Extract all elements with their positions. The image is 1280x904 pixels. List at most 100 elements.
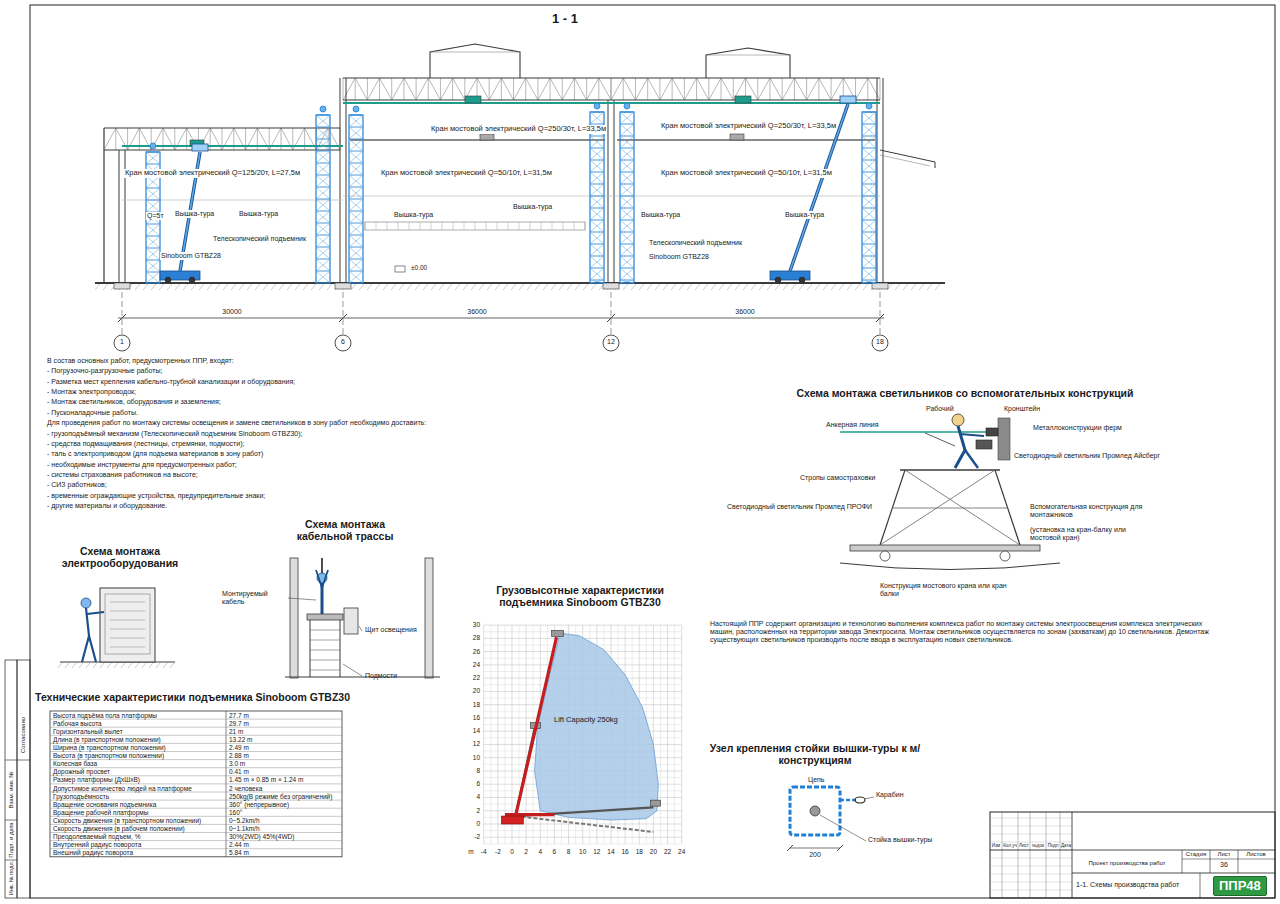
tower-level xyxy=(620,232,634,233)
lift-label: Sinoboom GTBZ28 xyxy=(648,253,710,261)
dimension-label: 36000 xyxy=(467,308,486,316)
axis-tick: 10 xyxy=(579,848,586,855)
truss-post xyxy=(550,78,551,100)
floor-hatch xyxy=(65,663,69,668)
leader-line xyxy=(820,815,866,841)
table-cell: 360° (непрерывное) xyxy=(229,801,289,808)
dimension-tick xyxy=(607,314,615,322)
crane-deck xyxy=(850,545,1040,551)
tower-brace xyxy=(316,199,330,211)
lift-wheel xyxy=(799,277,805,283)
platform-post xyxy=(995,470,1020,545)
axis-tick: 8 xyxy=(567,848,571,855)
crane-label: Кран мостовой электрический Q=50/10т, L=… xyxy=(380,169,553,178)
floor-hatch xyxy=(100,663,104,668)
sheet-title: 1-1. Схемы производства работ xyxy=(1076,881,1179,889)
ground-hatch xyxy=(399,284,404,290)
truss-post xyxy=(416,78,417,100)
tower-brace xyxy=(862,196,876,208)
truss-post xyxy=(880,78,881,100)
margin-divider xyxy=(5,820,17,821)
truss-post xyxy=(440,78,441,100)
axis-tick: 10 xyxy=(473,754,480,761)
electrical-cabinet xyxy=(100,588,155,662)
logo-text: ППР48 xyxy=(1219,878,1261,894)
tower-level xyxy=(620,136,634,137)
tower-brace xyxy=(862,256,876,268)
lift-base xyxy=(501,816,523,824)
table-row xyxy=(50,719,342,720)
grid-line xyxy=(667,625,668,844)
wall-section xyxy=(425,558,433,678)
title-cell: Лист xyxy=(1019,843,1029,848)
tower-frame xyxy=(620,112,634,283)
tower-level xyxy=(146,200,160,201)
axis-number: 1 xyxy=(120,338,124,346)
tower-level xyxy=(349,223,363,224)
cabinet-rail xyxy=(110,647,145,648)
note-line: - Погрузочно-разгрузочные работы; xyxy=(47,367,162,375)
ground-hatch xyxy=(687,284,692,290)
ground-hatch xyxy=(735,284,740,290)
tower-brace xyxy=(862,196,876,208)
ground-hatch xyxy=(559,284,564,290)
ground-hatch xyxy=(223,284,228,290)
ground-hatch xyxy=(623,284,628,290)
truss-post xyxy=(733,78,734,100)
tower-brace xyxy=(862,124,876,136)
tower-level xyxy=(862,112,876,113)
tower-level xyxy=(620,112,634,113)
axis-tick: 14 xyxy=(473,727,480,734)
truss-post xyxy=(696,78,697,100)
tower-brace xyxy=(146,236,160,248)
gallery-rail xyxy=(453,222,454,230)
ground-hatch xyxy=(535,284,540,290)
floor-line xyxy=(285,676,440,677)
ground-hatch xyxy=(391,284,396,290)
tower-level xyxy=(620,244,634,245)
crane-bridge xyxy=(350,139,605,141)
building-section xyxy=(95,44,945,290)
title-line xyxy=(1182,850,1183,873)
tower-brace xyxy=(862,268,876,280)
logo-badge: ППР48 xyxy=(1213,876,1267,896)
tower-brace xyxy=(590,148,604,160)
tower-brace xyxy=(862,220,876,232)
ground-hatch xyxy=(727,284,732,290)
tower-brace xyxy=(316,127,330,139)
table-row xyxy=(50,848,342,849)
tower-brace xyxy=(590,136,604,148)
tower-brace xyxy=(316,259,330,271)
tower-level xyxy=(862,172,876,173)
tower-brace xyxy=(862,280,876,283)
tower-brace xyxy=(349,115,363,127)
ground-hatch xyxy=(775,284,780,290)
tower-brace xyxy=(620,244,634,256)
tower-level xyxy=(349,247,363,248)
table-cell: 2.88 m xyxy=(229,752,249,759)
callout-label: Вспомогательная конструкция для монтажни… xyxy=(1030,503,1150,519)
dimension-tick xyxy=(339,314,347,322)
tower-level xyxy=(316,175,330,176)
ground-hatch xyxy=(415,284,420,290)
callout-label: Металлоконструкции ферм xyxy=(1033,424,1122,432)
truss-post xyxy=(355,78,356,100)
gallery-rail xyxy=(541,222,542,230)
tower-brace xyxy=(349,235,363,247)
title-line xyxy=(990,858,1072,859)
worker-leg xyxy=(965,450,978,468)
tower-brace xyxy=(316,163,330,175)
truss-post xyxy=(867,78,868,100)
dimension-tick xyxy=(118,314,126,322)
ground-hatch xyxy=(247,284,252,290)
tower-brace xyxy=(146,152,160,164)
tower-level xyxy=(862,232,876,233)
table-cell: 27.7 m xyxy=(229,712,249,719)
tower-brace xyxy=(862,256,876,268)
section-title: 1 - 1 xyxy=(552,12,578,27)
tower-level xyxy=(349,235,363,236)
ground-hatch xyxy=(751,284,756,290)
tower-brace xyxy=(316,139,330,151)
axis-tick: 18 xyxy=(473,701,480,708)
table-cell: Вращение рабочей платформы xyxy=(53,809,148,816)
